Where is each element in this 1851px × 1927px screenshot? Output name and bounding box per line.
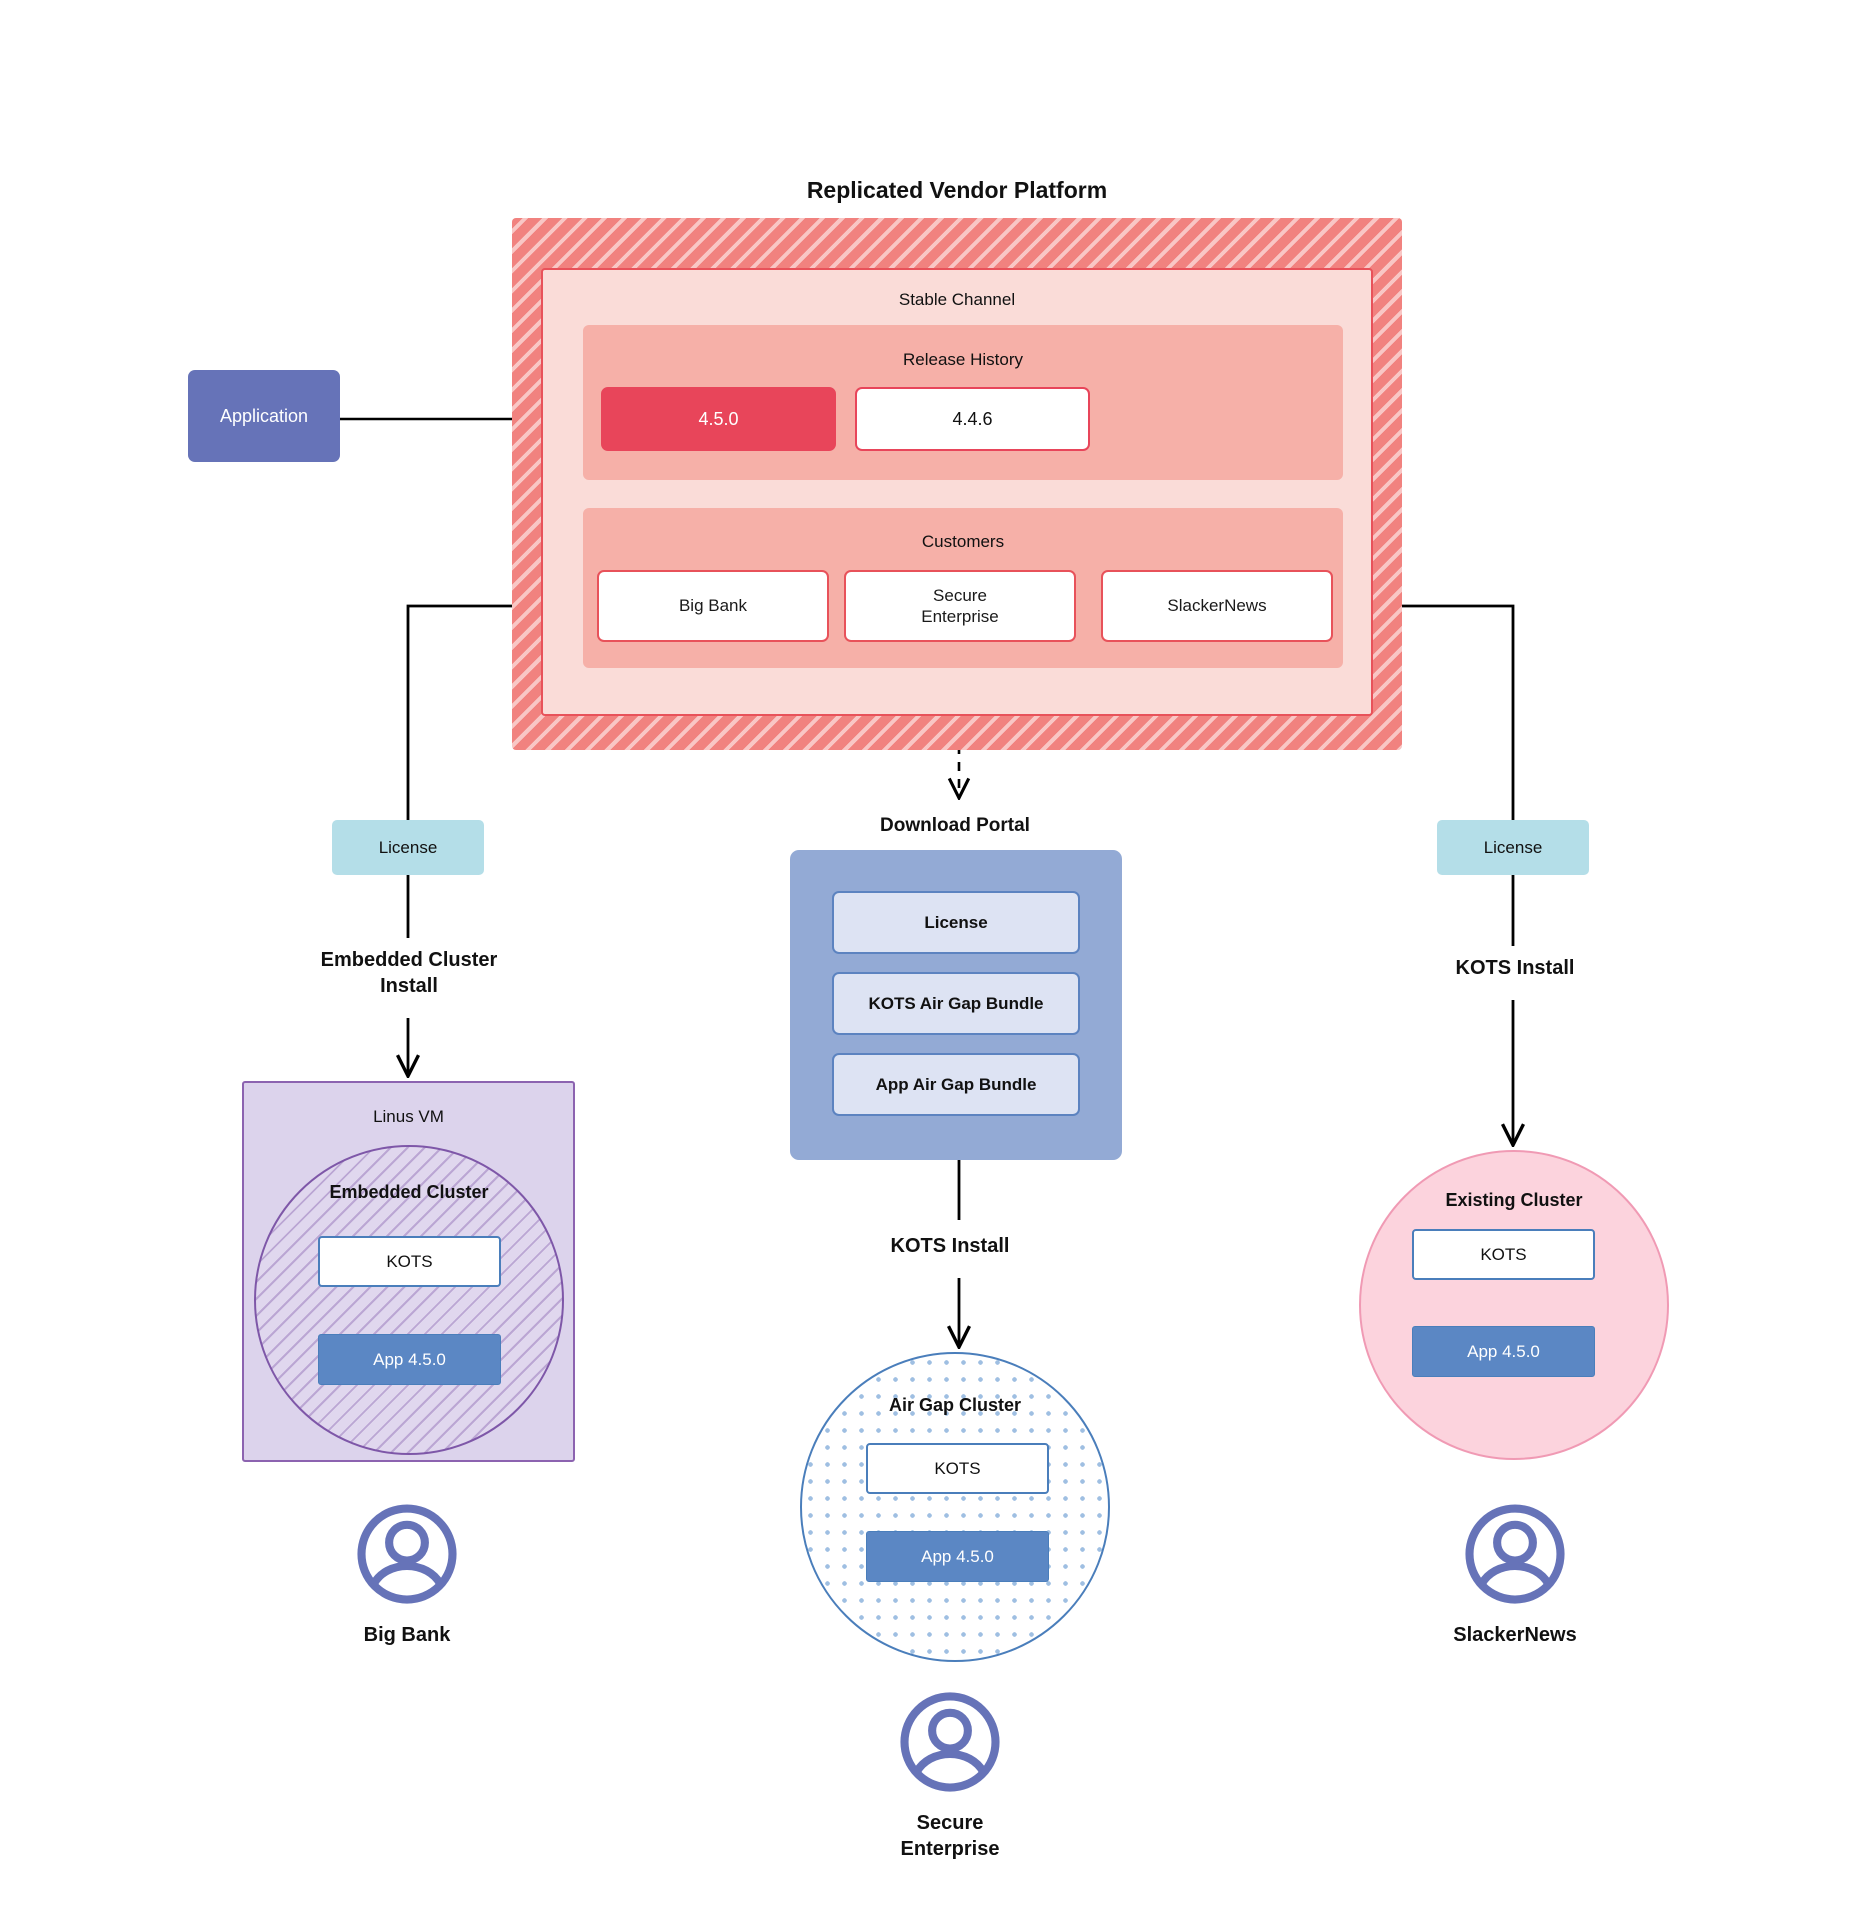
app-label: App 4.5.0 (921, 1546, 994, 1566)
persona-secure-enterprise: Secure Enterprise (840, 1690, 1060, 1862)
customer-card-secure-enterprise[interactable]: Secure Enterprise (844, 570, 1076, 642)
embedded-cluster-circle (254, 1145, 564, 1455)
release-version-previous[interactable]: 4.4.6 (855, 387, 1090, 451)
persona-name: Secure Enterprise (900, 1812, 1000, 1860)
license-label: License (1483, 837, 1543, 857)
app-node-airgap[interactable]: App 4.5.0 (866, 1531, 1049, 1582)
user-avatar-icon (1465, 1504, 1565, 1604)
label-kots-install-middle: KOTS Install (890, 1235, 1010, 1257)
release-history-label: Release History (903, 350, 1023, 369)
app-label: App 4.5.0 (1467, 1341, 1540, 1361)
customer-card-big-bank[interactable]: Big Bank (597, 570, 829, 642)
portal-item-label: License (924, 912, 988, 932)
customers-label: Customers (921, 532, 1005, 551)
release-version-label: 4.5.0 (698, 408, 739, 429)
application-label: Application (219, 405, 309, 426)
persona-name: SlackerNews (1453, 1624, 1577, 1646)
label-kots-install-right: KOTS Install (1455, 957, 1575, 979)
download-portal-title: Download Portal (880, 815, 1030, 836)
customer-name: Secure Enterprise (921, 585, 999, 626)
linux-vm-label: Linus VM (373, 1107, 444, 1126)
license-label: License (378, 837, 438, 857)
user-avatar-icon (357, 1504, 457, 1604)
license-chip-left[interactable]: License (332, 820, 484, 875)
portal-item-app-air-gap-bundle[interactable]: App Air Gap Bundle (832, 1053, 1080, 1116)
app-label: App 4.5.0 (373, 1349, 446, 1369)
user-avatar-icon (900, 1692, 1000, 1792)
persona-slackernews: SlackerNews (1405, 1502, 1625, 1648)
persona-big-bank: Big Bank (297, 1502, 517, 1648)
existing-cluster-circle (1359, 1150, 1669, 1460)
label-embedded-cluster-install: Embedded Cluster Install (320, 949, 498, 997)
persona-name: Big Bank (363, 1624, 451, 1646)
page-title: Replicated Vendor Platform (806, 176, 1108, 203)
portal-item-label: App Air Gap Bundle (875, 1074, 1037, 1094)
existing-cluster-label: Existing Cluster (1445, 1189, 1583, 1210)
kots-node-existing[interactable]: KOTS (1412, 1229, 1595, 1280)
app-node-embedded[interactable]: App 4.5.0 (318, 1334, 501, 1385)
customer-name: Big Bank (678, 596, 748, 616)
kots-label: KOTS (1480, 1244, 1527, 1264)
customer-card-slackernews[interactable]: SlackerNews (1101, 570, 1333, 642)
release-version-current[interactable]: 4.5.0 (601, 387, 836, 451)
portal-item-kots-air-gap-bundle[interactable]: KOTS Air Gap Bundle (832, 972, 1080, 1035)
embedded-cluster-label: Embedded Cluster (329, 1181, 489, 1202)
air-gap-cluster-circle (800, 1352, 1110, 1662)
kots-label: KOTS (934, 1458, 981, 1478)
kots-node-airgap[interactable]: KOTS (866, 1443, 1049, 1494)
app-node-existing[interactable]: App 4.5.0 (1412, 1326, 1595, 1377)
kots-label: KOTS (386, 1251, 433, 1271)
kots-node-embedded[interactable]: KOTS (318, 1236, 501, 1287)
portal-item-label: KOTS Air Gap Bundle (868, 993, 1044, 1013)
portal-item-license[interactable]: License (832, 891, 1080, 954)
application-node[interactable]: Application (188, 370, 340, 462)
release-version-label: 4.4.6 (952, 408, 993, 429)
license-chip-right[interactable]: License (1437, 820, 1589, 875)
air-gap-cluster-label: Air Gap Cluster (888, 1394, 1022, 1415)
stable-channel-label: Stable Channel (898, 290, 1016, 309)
customer-name: SlackerNews (1167, 596, 1267, 616)
